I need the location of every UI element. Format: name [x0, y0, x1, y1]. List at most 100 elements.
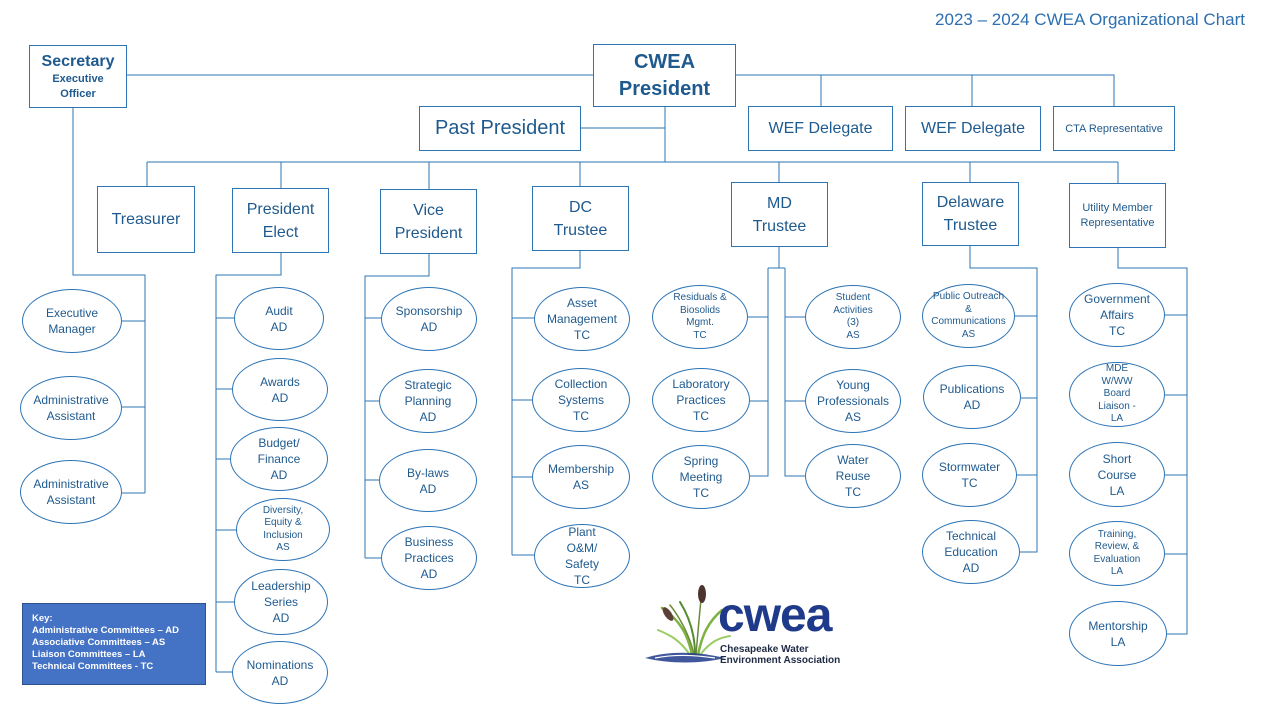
- committee-line: Water: [837, 453, 869, 467]
- cwea-logo: cwea Chesapeake Water Environment Associ…: [640, 580, 870, 670]
- committee-line: Management: [546, 312, 618, 326]
- committee-line: Finance: [257, 452, 301, 466]
- committee-line: Course: [1097, 467, 1137, 482]
- committee-audit: Audit AD: [234, 287, 324, 350]
- committee-line: Budget/: [258, 436, 300, 450]
- committee-line: Young: [836, 378, 870, 392]
- committee-line: Public Outreach: [932, 291, 1005, 302]
- committee-line: Evaluation: [1093, 553, 1141, 565]
- committee-line: TC: [574, 328, 590, 342]
- utility-member-line2: Representative: [1080, 216, 1155, 229]
- past-president-box: Past President: [419, 106, 581, 151]
- committee-laboratory-practices: Laboratory Practices TC: [652, 368, 750, 432]
- president-elect-line2: Elect: [262, 223, 299, 241]
- committee-line: Leadership: [251, 579, 311, 593]
- president-line1: CWEA: [633, 50, 696, 73]
- dc-trustee-box: DC Trustee: [532, 186, 629, 251]
- committee-line: Affairs: [1100, 308, 1134, 322]
- vice-president-line2: President: [394, 224, 463, 242]
- committee-line: AD: [420, 320, 438, 334]
- committee-residuals-biosolids: Residuals & Biosolids Mgmt. TC: [652, 285, 748, 349]
- committee-young-professionals: Young Professionals AS: [805, 369, 901, 433]
- committee-line: Publications: [939, 382, 1005, 396]
- committee-line: AD: [962, 561, 980, 575]
- committee-water-reuse: Water Reuse TC: [805, 444, 901, 508]
- committee-line: AD: [420, 567, 438, 581]
- legend-key: Key: Administrative Committees – AD Asso…: [22, 603, 206, 685]
- committee-line: Biosolids: [679, 304, 721, 316]
- committee-line: Student: [835, 292, 871, 303]
- committee-nominations: Nominations AD: [232, 641, 328, 704]
- committee-mde-liaison: MDE W/WW Board Liaison - LA: [1069, 362, 1165, 427]
- committee-line: MDE: [1105, 363, 1129, 375]
- committee-line: AD: [270, 468, 288, 482]
- committee-line: Manager: [48, 322, 96, 336]
- committee-line: (3): [846, 317, 860, 328]
- logo-wordmark: cwea: [718, 589, 832, 642]
- committee-line: Collection: [554, 377, 608, 391]
- secretary-sub1: Executive: [52, 72, 104, 85]
- chart-title: 2023 – 2024 CWEA Organizational Chart: [935, 10, 1245, 29]
- committee-line: Equity &: [264, 517, 302, 528]
- committee-line: Plant: [568, 525, 596, 539]
- committee-awards: Awards AD: [232, 358, 328, 421]
- committee-line: AD: [271, 673, 289, 688]
- delaware-trustee-box: Delaware Trustee: [922, 182, 1019, 246]
- committee-line: Professionals: [816, 394, 890, 408]
- committee-line: AS: [846, 329, 860, 341]
- legend-item-as: Associative Committees – AS: [32, 637, 166, 648]
- committee-line: Education: [944, 545, 998, 559]
- committee-line: LA: [1110, 413, 1124, 425]
- committee-stormwater: Stormwater TC: [922, 443, 1017, 507]
- committee-line: O&M/: [566, 541, 598, 555]
- committee-asset-management: Asset Management TC: [534, 287, 630, 351]
- committee-line: TC: [1109, 324, 1125, 338]
- committee-line: Administrative: [33, 477, 109, 491]
- committee-line: AD: [271, 390, 289, 405]
- committee-line: W/WW: [1101, 375, 1133, 387]
- president-elect-box: President Elect: [232, 188, 329, 253]
- committee-line: AS: [961, 328, 976, 340]
- committee-line: Technical: [945, 529, 997, 543]
- committee-technical-education: Technical Education AD: [922, 520, 1020, 584]
- committee-line: Assistant: [46, 409, 96, 423]
- cta-representative-box: CTA Representative: [1053, 106, 1175, 151]
- committee-line: Assistant: [46, 493, 96, 507]
- treasurer-label: Treasurer: [111, 210, 181, 228]
- committee-line: Communications: [931, 316, 1006, 327]
- legend-item-tc: Technical Committees - TC: [32, 661, 154, 672]
- committee-line: Reuse: [835, 469, 871, 483]
- committee-line: TC: [573, 409, 589, 423]
- wef-delegate-1-box: WEF Delegate: [748, 106, 893, 151]
- committee-line: LA: [1109, 483, 1125, 498]
- vice-president-line1: Vice: [413, 201, 444, 219]
- committee-line: Government: [1083, 292, 1151, 306]
- committee-line: Residuals &: [673, 292, 727, 303]
- committee-line: Mgmt.: [686, 317, 714, 328]
- committee-line: Short: [1102, 451, 1132, 466]
- committee-line: Diversity,: [262, 504, 304, 516]
- committee-line: By-laws: [406, 465, 449, 480]
- legend-heading: Key:: [32, 613, 53, 624]
- committee-line: Asset: [566, 296, 597, 310]
- committee-line: LA: [1110, 634, 1126, 649]
- committee-business-practices: Business Practices AD: [381, 526, 477, 590]
- committee-line: AD: [272, 611, 290, 625]
- committee-sponsorship: Sponsorship AD: [381, 287, 477, 351]
- committee-line: Inclusion: [263, 529, 303, 541]
- md-trustee-line2: Trustee: [752, 217, 807, 235]
- committee-line: Laboratory: [672, 377, 730, 391]
- committee-line: Mentorship: [1088, 618, 1148, 633]
- committee-line: Board: [1103, 388, 1131, 400]
- committee-line: Practices: [404, 551, 454, 565]
- committee-leadership-series: Leadership Series AD: [234, 569, 328, 635]
- committee-line: Planning: [404, 394, 452, 408]
- president-box: CWEA President: [593, 44, 736, 107]
- committee-line: AD: [270, 319, 288, 334]
- secretary-box: Secretary Executive Officer: [29, 45, 127, 108]
- logo-subtitle-1: Chesapeake Water: [720, 644, 809, 655]
- wef-delegate-1-label: WEF Delegate: [768, 119, 873, 137]
- dc-trustee-line2: Trustee: [553, 221, 608, 239]
- committee-line: Practices: [676, 393, 726, 407]
